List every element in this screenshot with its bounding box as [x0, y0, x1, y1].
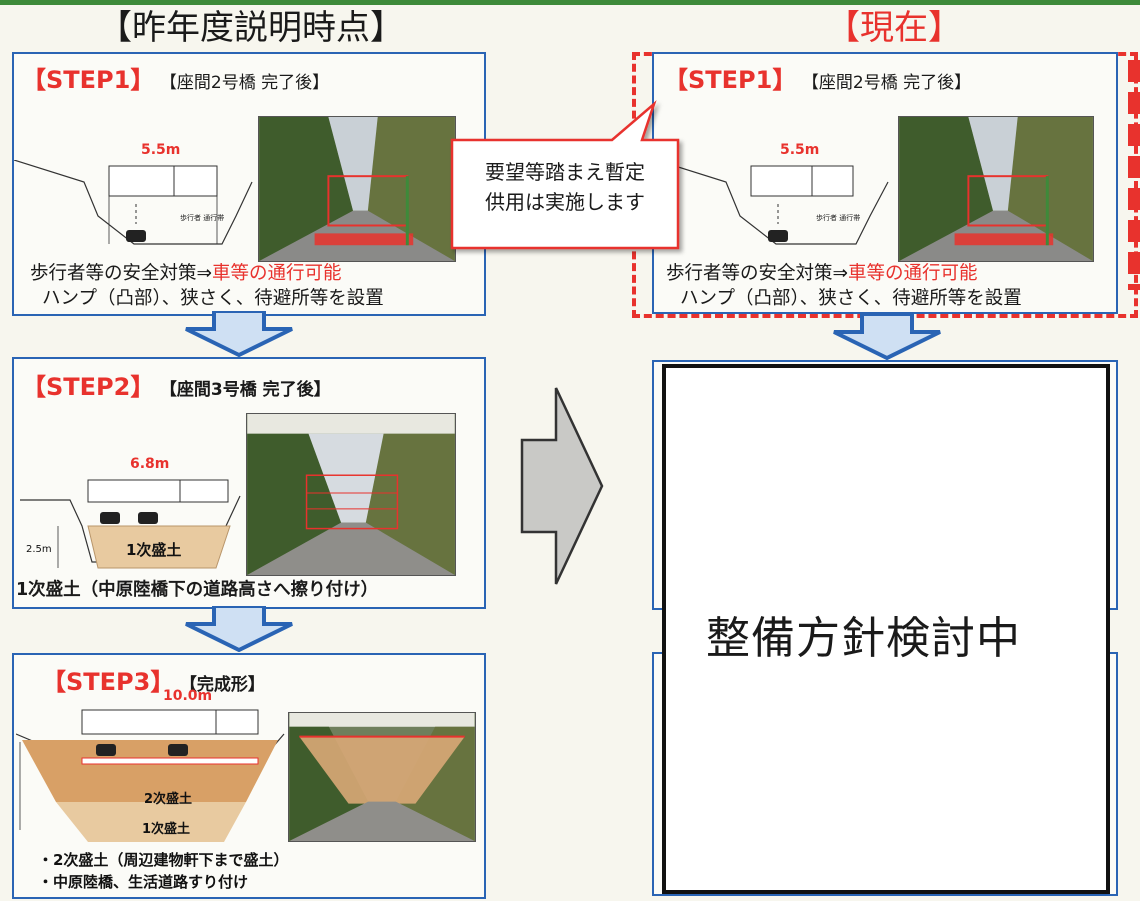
- step1-caption-2: ハンプ（凸部）、狭さく、待避所等を設置: [42, 288, 384, 309]
- step1-title: 【STEP1】 【座間2号橋 完了後】: [22, 60, 329, 95]
- down-arrow-icon: [185, 311, 293, 357]
- callout-line-1: 要望等踏まえ暫定: [485, 160, 645, 184]
- red-edge-marks: [1128, 60, 1140, 290]
- current-step1-title: 【STEP1】 【座間2号橋 完了後】: [664, 60, 971, 95]
- step3-bullet-2: ・中原陸橋、生活道路すり付け: [38, 873, 249, 891]
- step3-label: 【STEP3】: [42, 668, 175, 696]
- current-step1-subtitle: 【座間2号橋 完了後】: [801, 73, 972, 93]
- down-arrow-icon: [185, 606, 293, 652]
- step3-fill1-label: 1次盛土: [142, 822, 191, 837]
- step3-width: 10.0m: [163, 688, 213, 704]
- step3-cross-section: [16, 709, 285, 842]
- step2-height: 2.5m: [26, 544, 52, 555]
- current-step1-label: 【STEP1】: [664, 66, 797, 94]
- step3-bullet-1: ・2次盛土（周辺建物軒下まで盛土）: [38, 851, 289, 869]
- step2-fill-label: 1次盛土: [126, 541, 182, 559]
- step3-title: 【STEP3】 【完成形】: [42, 662, 265, 697]
- step2-caption: 1次盛土（中原陸橋下の道路高さへ擦り付け）: [16, 580, 379, 600]
- top-green-bar: [0, 0, 1140, 5]
- heading-previous: 【昨年度説明時点】: [98, 8, 404, 48]
- step3-photo: [288, 712, 476, 842]
- step2-cross-section: [20, 479, 241, 569]
- step2-subtitle: 【座間3号橋 完了後】: [159, 380, 331, 400]
- step1-caption-1b: 車等の通行可能: [212, 263, 342, 284]
- right-arrow-icon: [520, 387, 604, 585]
- current-step1-caption-1a: 歩行者等の安全対策⇒: [666, 263, 849, 284]
- under-review-text: 整備方針検討中: [706, 613, 1021, 664]
- current-step1-width: 5.5m: [780, 142, 820, 158]
- down-arrow-icon: [833, 314, 941, 360]
- step1-cross-section: 歩行者 通行帯: [14, 160, 253, 245]
- current-step1-caption-2: ハンプ（凸部）、狭さく、待避所等を設置: [680, 288, 1022, 309]
- step2-title: 【STEP2】 【座間3号橋 完了後】: [22, 367, 331, 402]
- current-step1-photo: [898, 116, 1094, 262]
- step2-photo: [246, 413, 456, 576]
- step2-label: 【STEP2】: [22, 373, 155, 401]
- step2-width: 6.8m: [130, 456, 170, 472]
- callout-bubble: [450, 100, 680, 250]
- step1-subtitle: 【座間2号橋 完了後】: [159, 73, 330, 93]
- step3-fill2-label: 2次盛土: [144, 792, 193, 807]
- svg-text:歩行者 通行帯: 歩行者 通行帯: [180, 213, 224, 222]
- step1-width: 5.5m: [141, 142, 181, 158]
- current-step1-caption-1: 歩行者等の安全対策⇒車等の通行可能: [666, 262, 978, 286]
- step3-subtitle: 【完成形】: [179, 675, 265, 695]
- current-step1-caption-1b: 車等の通行可能: [848, 263, 978, 284]
- current-step1-cross-section: 歩行者 通行帯: [656, 160, 889, 245]
- step1-caption-1a: 歩行者等の安全対策⇒: [30, 263, 213, 284]
- step1-photo: [258, 116, 456, 262]
- svg-text:歩行者 通行帯: 歩行者 通行帯: [816, 213, 860, 222]
- step1-label: 【STEP1】: [22, 66, 155, 94]
- step1-caption-1: 歩行者等の安全対策⇒車等の通行可能: [30, 262, 342, 286]
- callout-line-2: 供用は実施します: [485, 190, 645, 214]
- under-review-box: [662, 364, 1110, 894]
- heading-current: 【現在】: [826, 8, 962, 48]
